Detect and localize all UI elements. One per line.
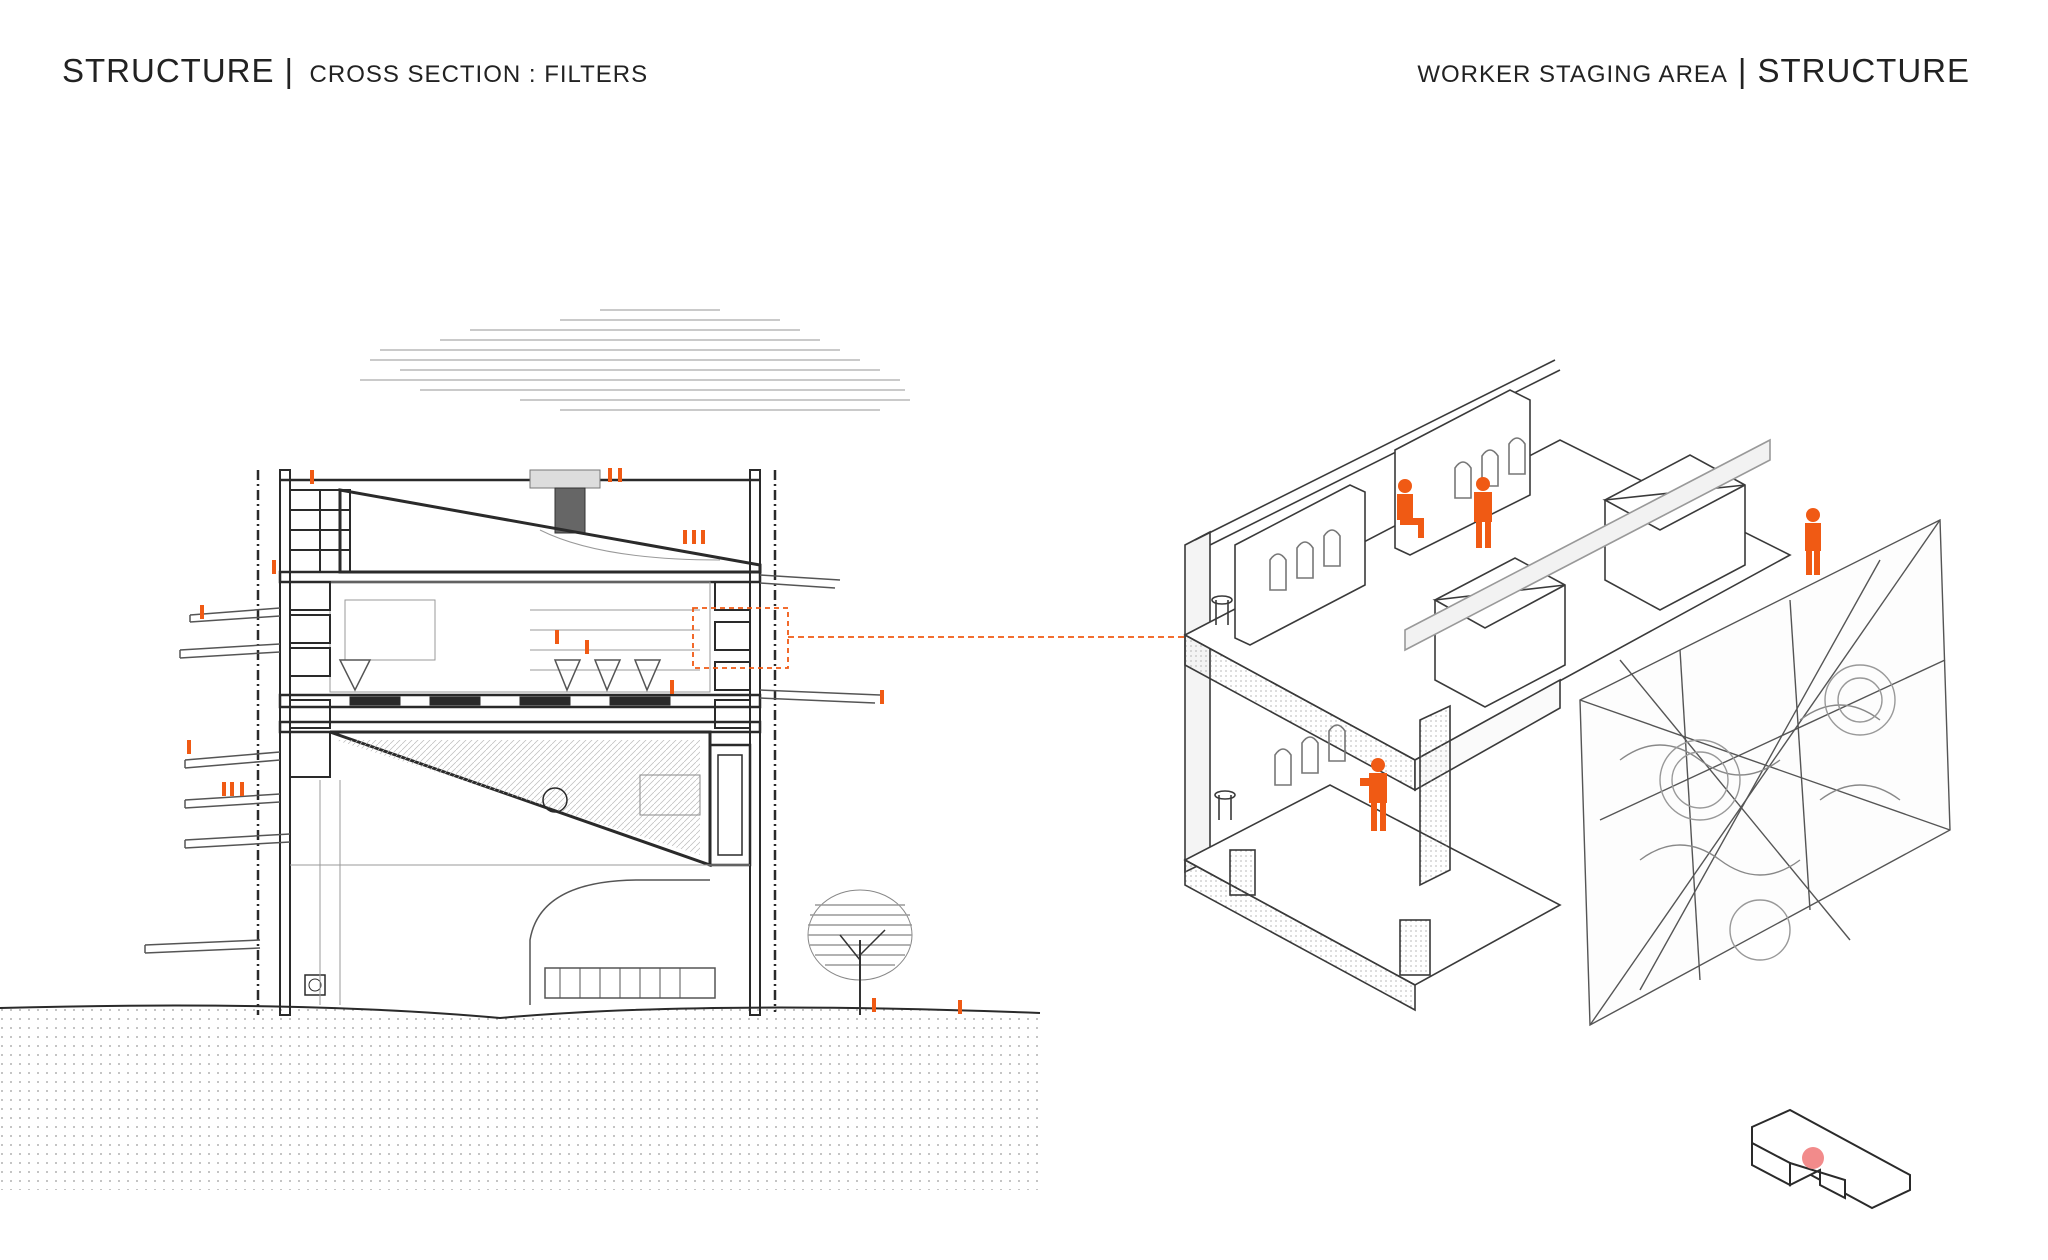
- axon-workers: [1360, 477, 1821, 831]
- cloud-lines: [360, 309, 910, 411]
- section-title-sub: CROSS SECTION : FILTERS: [309, 61, 649, 88]
- locator-key: [1751, 1108, 1911, 1210]
- filter-facade: [1579, 518, 1951, 1027]
- title-right: WORKER STAGING AREA |STRUCTURE: [1417, 52, 1970, 90]
- cross-section: [256, 469, 777, 1016]
- worker-facade: [1805, 508, 1821, 575]
- worker-sitting: [1397, 479, 1424, 538]
- section-title-main: STRUCTURE: [62, 52, 275, 89]
- ground: [0, 1004, 1041, 1190]
- title-left: STRUCTURE| CROSS SECTION : FILTERS: [62, 52, 648, 90]
- tree: [807, 889, 913, 1015]
- cantilever-ramps: [144, 574, 881, 954]
- worker-reading: [1360, 758, 1387, 831]
- worker-standing: [1474, 477, 1492, 548]
- axon-title-sub: WORKER STAGING AREA: [1417, 61, 1728, 88]
- section-people: [187, 468, 962, 1014]
- title-separator: |: [1737, 52, 1748, 89]
- detail-callout: [692, 607, 1185, 669]
- axon-title-main: STRUCTURE: [1757, 52, 1970, 89]
- title-separator: |: [284, 52, 295, 89]
- axonometric-staging-area: [1183, 359, 1792, 1012]
